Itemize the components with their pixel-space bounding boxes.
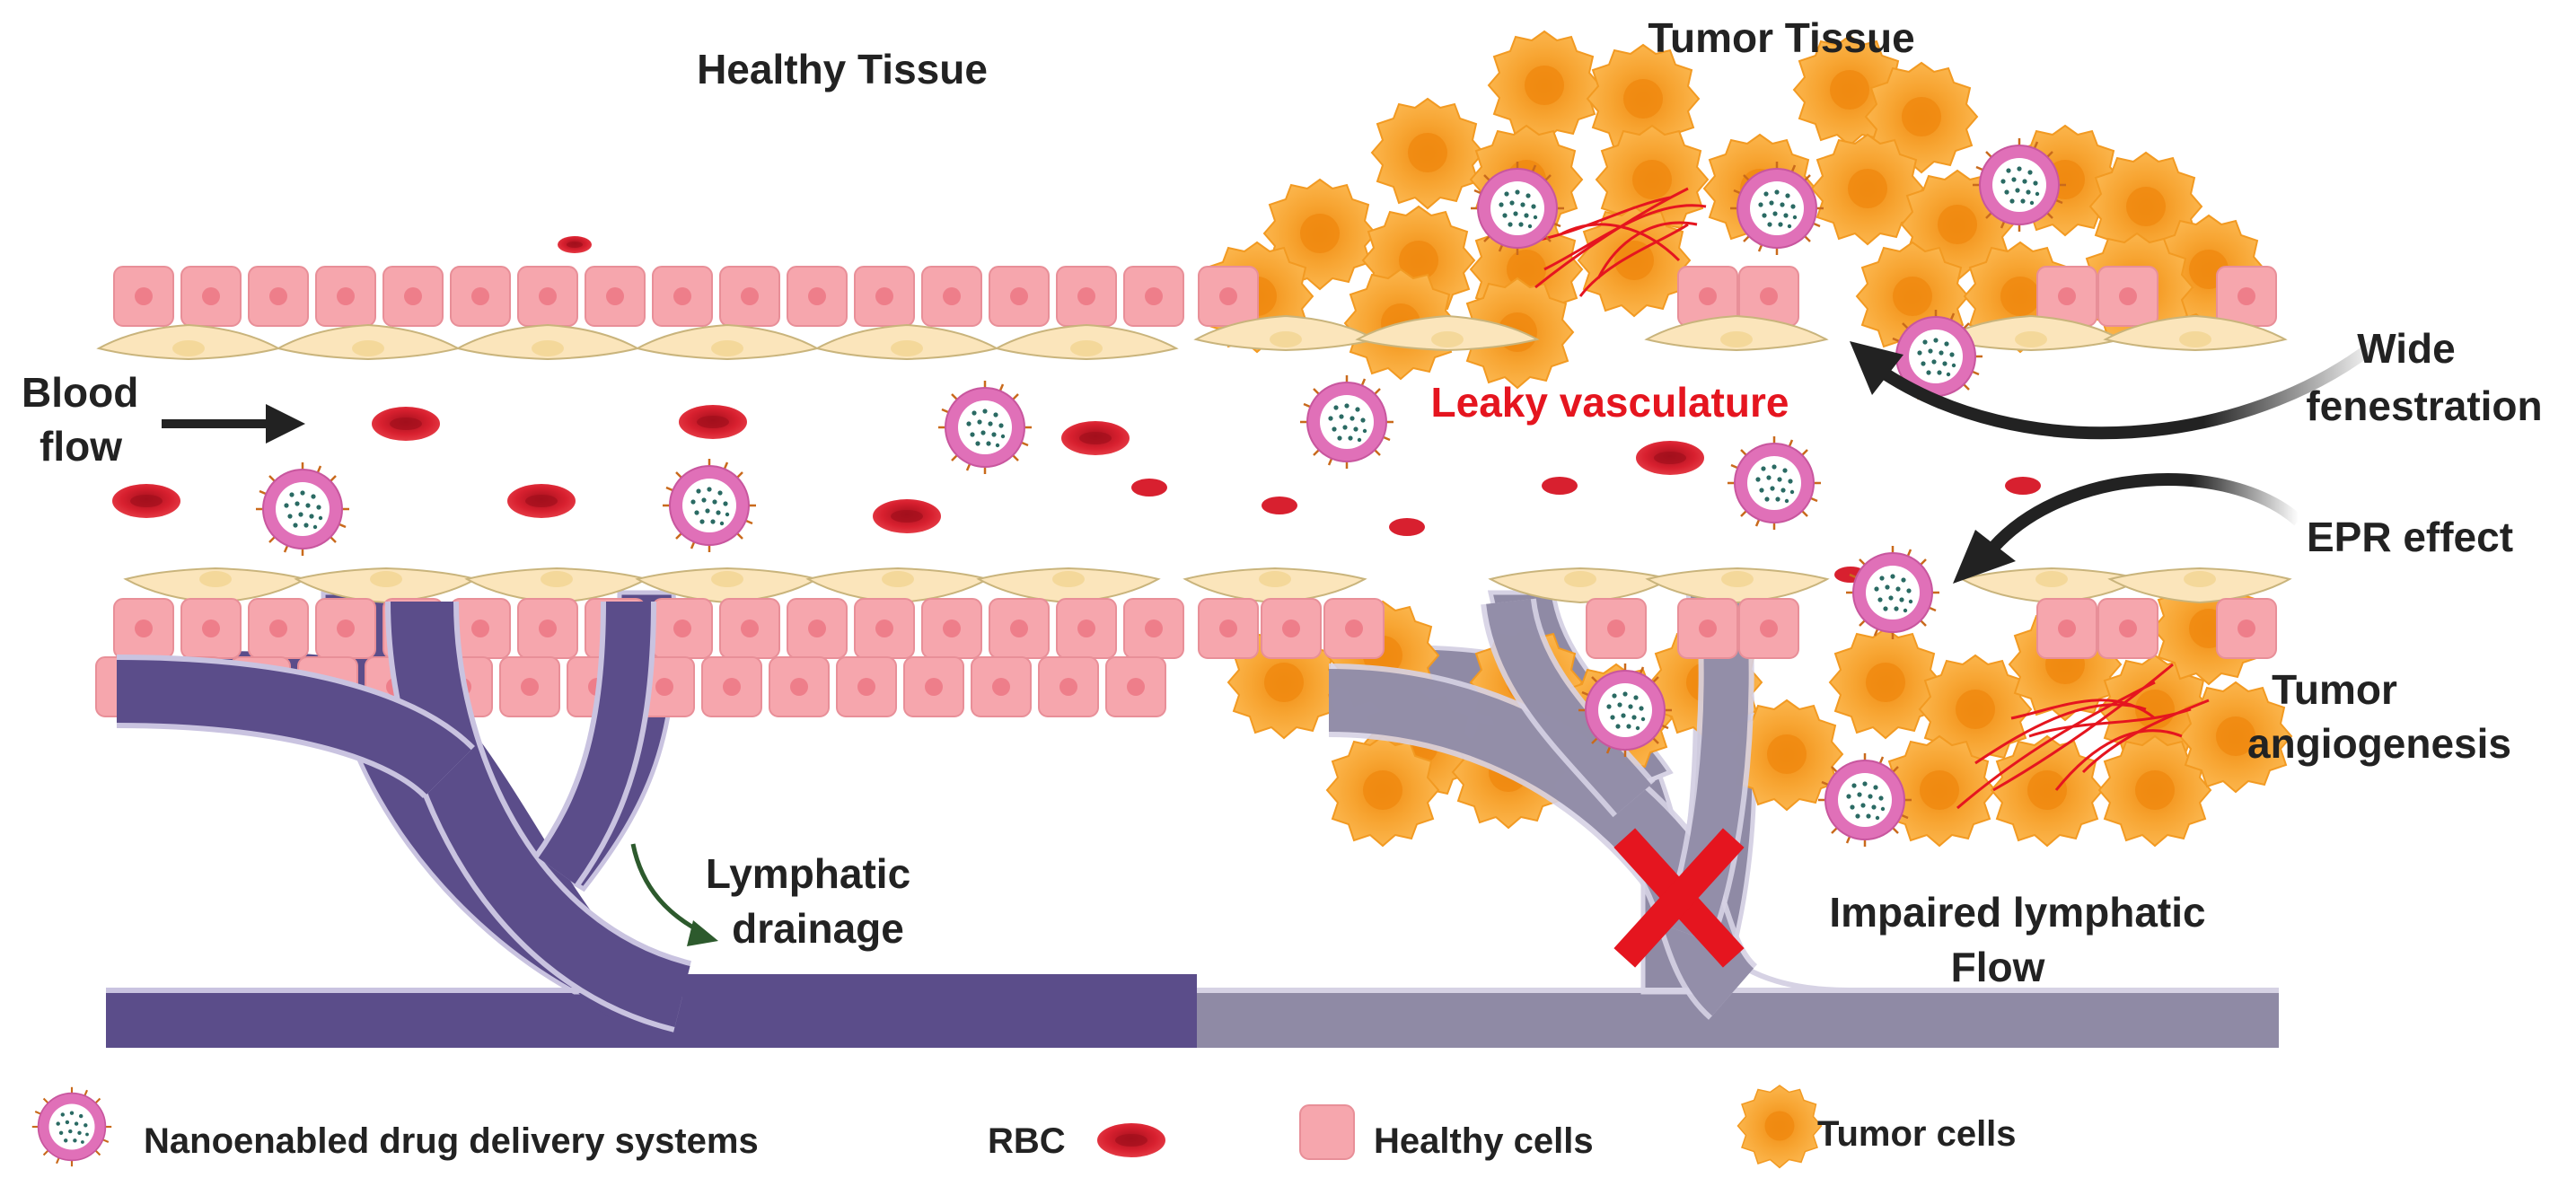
label-tumor-angiogenesis-line1: Tumor xyxy=(2272,666,2397,713)
legend-nanoparticle-icon xyxy=(31,1085,113,1168)
label-tumor-tissue: Tumor Tissue xyxy=(1648,14,1914,61)
lymphatic-branch-healthy xyxy=(116,601,1197,1033)
epr-effect-arrow xyxy=(1953,473,2303,584)
endothelium-top-healthy xyxy=(98,324,1177,360)
label-blood-flow-line2: flow xyxy=(40,423,122,470)
label-wide-fenestration-line2: fenestration xyxy=(2306,382,2542,429)
impaired-flow-x-icon xyxy=(1613,828,1745,968)
legend-tumor-label: Tumor cells xyxy=(1817,1114,2017,1154)
tumor-bottom-cells xyxy=(1184,567,2290,659)
legend-healthy-cell-icon xyxy=(1299,1104,1355,1160)
label-lymphatic-drainage-line2: drainage xyxy=(732,905,904,952)
label-tumor-angiogenesis-line2: angiogenesis xyxy=(2247,720,2511,767)
blood-flow-arrow xyxy=(162,404,305,444)
rbc-small xyxy=(1131,477,2041,583)
label-epr-effect: EPR effect xyxy=(2307,514,2513,560)
legend-rbc-icon xyxy=(1097,1123,1165,1157)
label-lymphatic-drainage-line1: Lymphatic xyxy=(706,850,910,897)
legend-nano-label: Nanoenabled drug delivery systems xyxy=(144,1121,759,1161)
wide-fenestration-arrow xyxy=(1850,336,2384,440)
legend-tumor-cell-icon xyxy=(1736,1085,1823,1169)
angiogenesis-vessels-bottom xyxy=(1956,663,2210,810)
label-impaired-lymphatic-line2: Flow xyxy=(1951,944,2045,990)
label-blood-flow-line1: Blood xyxy=(22,369,138,416)
lymphatic-drainage-arrow xyxy=(630,843,718,946)
legend: Nanoenabled drug delivery systems RBC He… xyxy=(31,1085,2017,1169)
label-healthy-tissue: Healthy Tissue xyxy=(697,46,988,92)
label-wide-fenestration-line1: Wide xyxy=(2357,325,2455,372)
angiogenesis-vessels-top xyxy=(1525,187,1707,297)
label-leaky-vasculature: Leaky vasculature xyxy=(1431,379,1789,426)
label-impaired-lymphatic-line1: Impaired lymphatic xyxy=(1829,889,2205,936)
healthy-cells-top-row xyxy=(113,266,1184,327)
legend-rbc-label: RBC xyxy=(988,1121,1066,1161)
legend-healthy-label: Healthy cells xyxy=(1374,1121,1594,1161)
